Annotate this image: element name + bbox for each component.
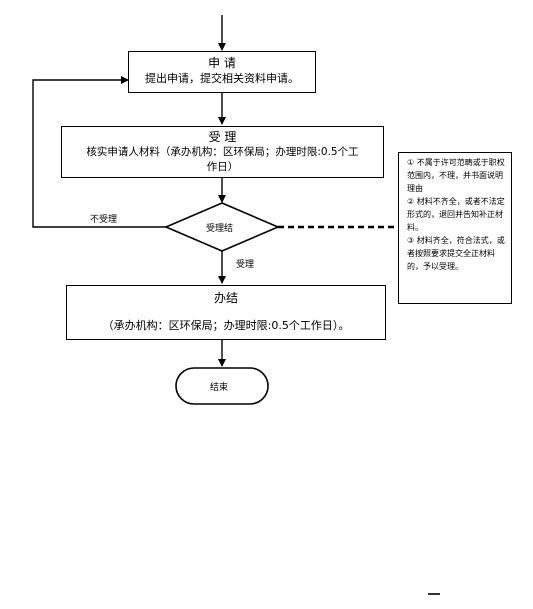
apply-desc: 提出申请，提交相关资料申请。 bbox=[145, 72, 299, 85]
notes-box: ① 不属于许可范畴或于职权范围内，不理，并书面说明理由 ② 材料不齐全，或者不法… bbox=[398, 152, 512, 304]
accept-box: 受 理 核实申请人材料（承办机构：区环保局；办理时限:0.5个工 作日） bbox=[61, 126, 384, 178]
accept-desc-line1: 核实申请人材料（承办机构：区环保局；办理时限:0.5个工 bbox=[86, 146, 359, 158]
apply-box: 申 请 提出申请，提交相关资料申请。 bbox=[128, 51, 316, 93]
accept-label: 受理 bbox=[236, 260, 255, 270]
note-item-3: ③ 材料齐全，符合法式，或者按照要求提交全正材料的，予以受理。 bbox=[407, 236, 505, 271]
end-terminator bbox=[175, 367, 269, 405]
accept-title: 受 理 bbox=[208, 130, 237, 144]
conclude-title: 办结 bbox=[213, 291, 238, 305]
accept-desc-line2: 作日） bbox=[206, 161, 239, 173]
reject-label: 不受理 bbox=[90, 215, 118, 225]
conclude-desc: （承办机构：区环保局；办理时限:0.5个工作日）。 bbox=[102, 319, 350, 332]
note-item-1: ① 不属于许可范畴或于职权范围内，不理，并书面说明理由 bbox=[407, 158, 505, 193]
end-label: 结束 bbox=[210, 383, 229, 393]
decision-label: 受理结 bbox=[206, 224, 234, 234]
reject-loop-line bbox=[32, 76, 166, 228]
note-item-2: ② 材料不齐全，或者不法定形式的，退回并告知补正材料。 bbox=[407, 197, 505, 232]
apply-title: 申 请 bbox=[208, 56, 236, 70]
conclude-box: 办结 （承办机构：区环保局；办理时限:0.5个工作日）。 bbox=[66, 285, 386, 340]
